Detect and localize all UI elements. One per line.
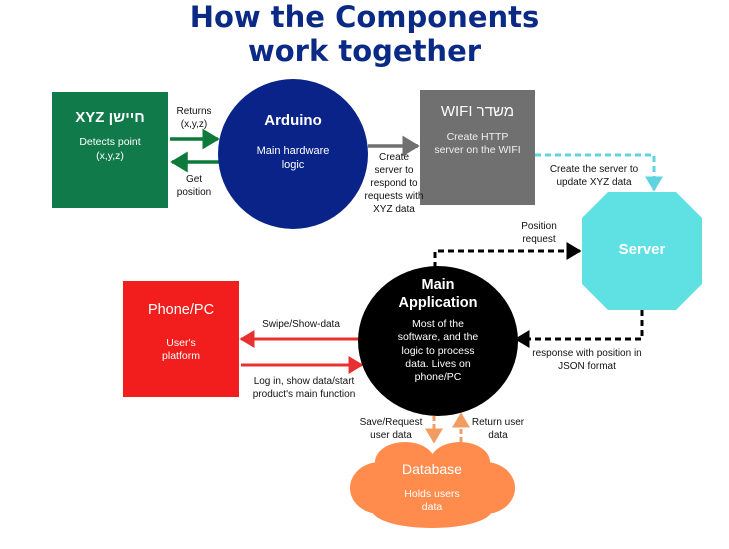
- arrow-main-to-server: [433, 242, 582, 268]
- database-desc: Holds users data: [404, 488, 460, 513]
- main-application-title: Main Application: [398, 277, 478, 311]
- label-swipe-show: Swipe/Show-data: [262, 319, 340, 330]
- database-title: Database: [402, 461, 462, 477]
- wifi-desc: Create HTTP server on the WIFI: [434, 131, 521, 156]
- page-title: How the Components work together: [0, 0, 729, 68]
- database-node: Database Holds users data: [372, 460, 492, 520]
- label-save-request: Save/Request user data: [359, 417, 423, 441]
- server-title: Server: [618, 241, 666, 258]
- arduino-node: Arduino Main hardware logic: [218, 79, 368, 229]
- main-application-desc: Most of the software, and the logic to p…: [397, 318, 479, 384]
- server-shape: [582, 192, 702, 310]
- main-application-node: Main Application Most of the software, a…: [358, 266, 518, 416]
- arrow-server-to-main: [514, 310, 644, 348]
- phone-pc-box: Phone/PC User's platform: [123, 281, 239, 397]
- wifi-title: משדר WIFI: [440, 103, 515, 120]
- title-line-2: work together: [247, 34, 482, 68]
- sensor-title: חיישן XYZ: [75, 109, 145, 126]
- label-create-server: Create server to respond to requests wit…: [364, 152, 424, 215]
- label-create-server-update: Create the server to update XYZ data: [549, 164, 639, 188]
- sensor-box: חיישן XYZ Detects point (x,y,z): [52, 92, 168, 208]
- database-cloud-shape: [350, 442, 515, 528]
- label-position-request: Position request: [521, 221, 557, 245]
- arrow-wifi-to-server: [535, 153, 663, 192]
- label-response-json: response with position in JSON format: [532, 348, 642, 372]
- label-login: Log in, show data/start product's main f…: [252, 376, 356, 400]
- label-return-data: Return user data: [471, 417, 525, 441]
- phone-pc-title: Phone/PC: [147, 302, 215, 318]
- arduino-desc: Main hardware logic: [256, 145, 330, 171]
- label-returns: Returns (x,y,z): [176, 106, 212, 130]
- server-node: Server: [582, 240, 702, 262]
- label-get-position: Get position: [176, 174, 212, 198]
- arduino-title: Arduino: [264, 112, 322, 129]
- title-line-1: How the Components: [189, 0, 540, 34]
- phone-pc-desc: User's platform: [162, 337, 200, 362]
- sensor-desc: Detects point (x,y,z): [79, 136, 141, 162]
- wifi-box: משדר WIFI Create HTTP server on the WIFI: [420, 90, 535, 205]
